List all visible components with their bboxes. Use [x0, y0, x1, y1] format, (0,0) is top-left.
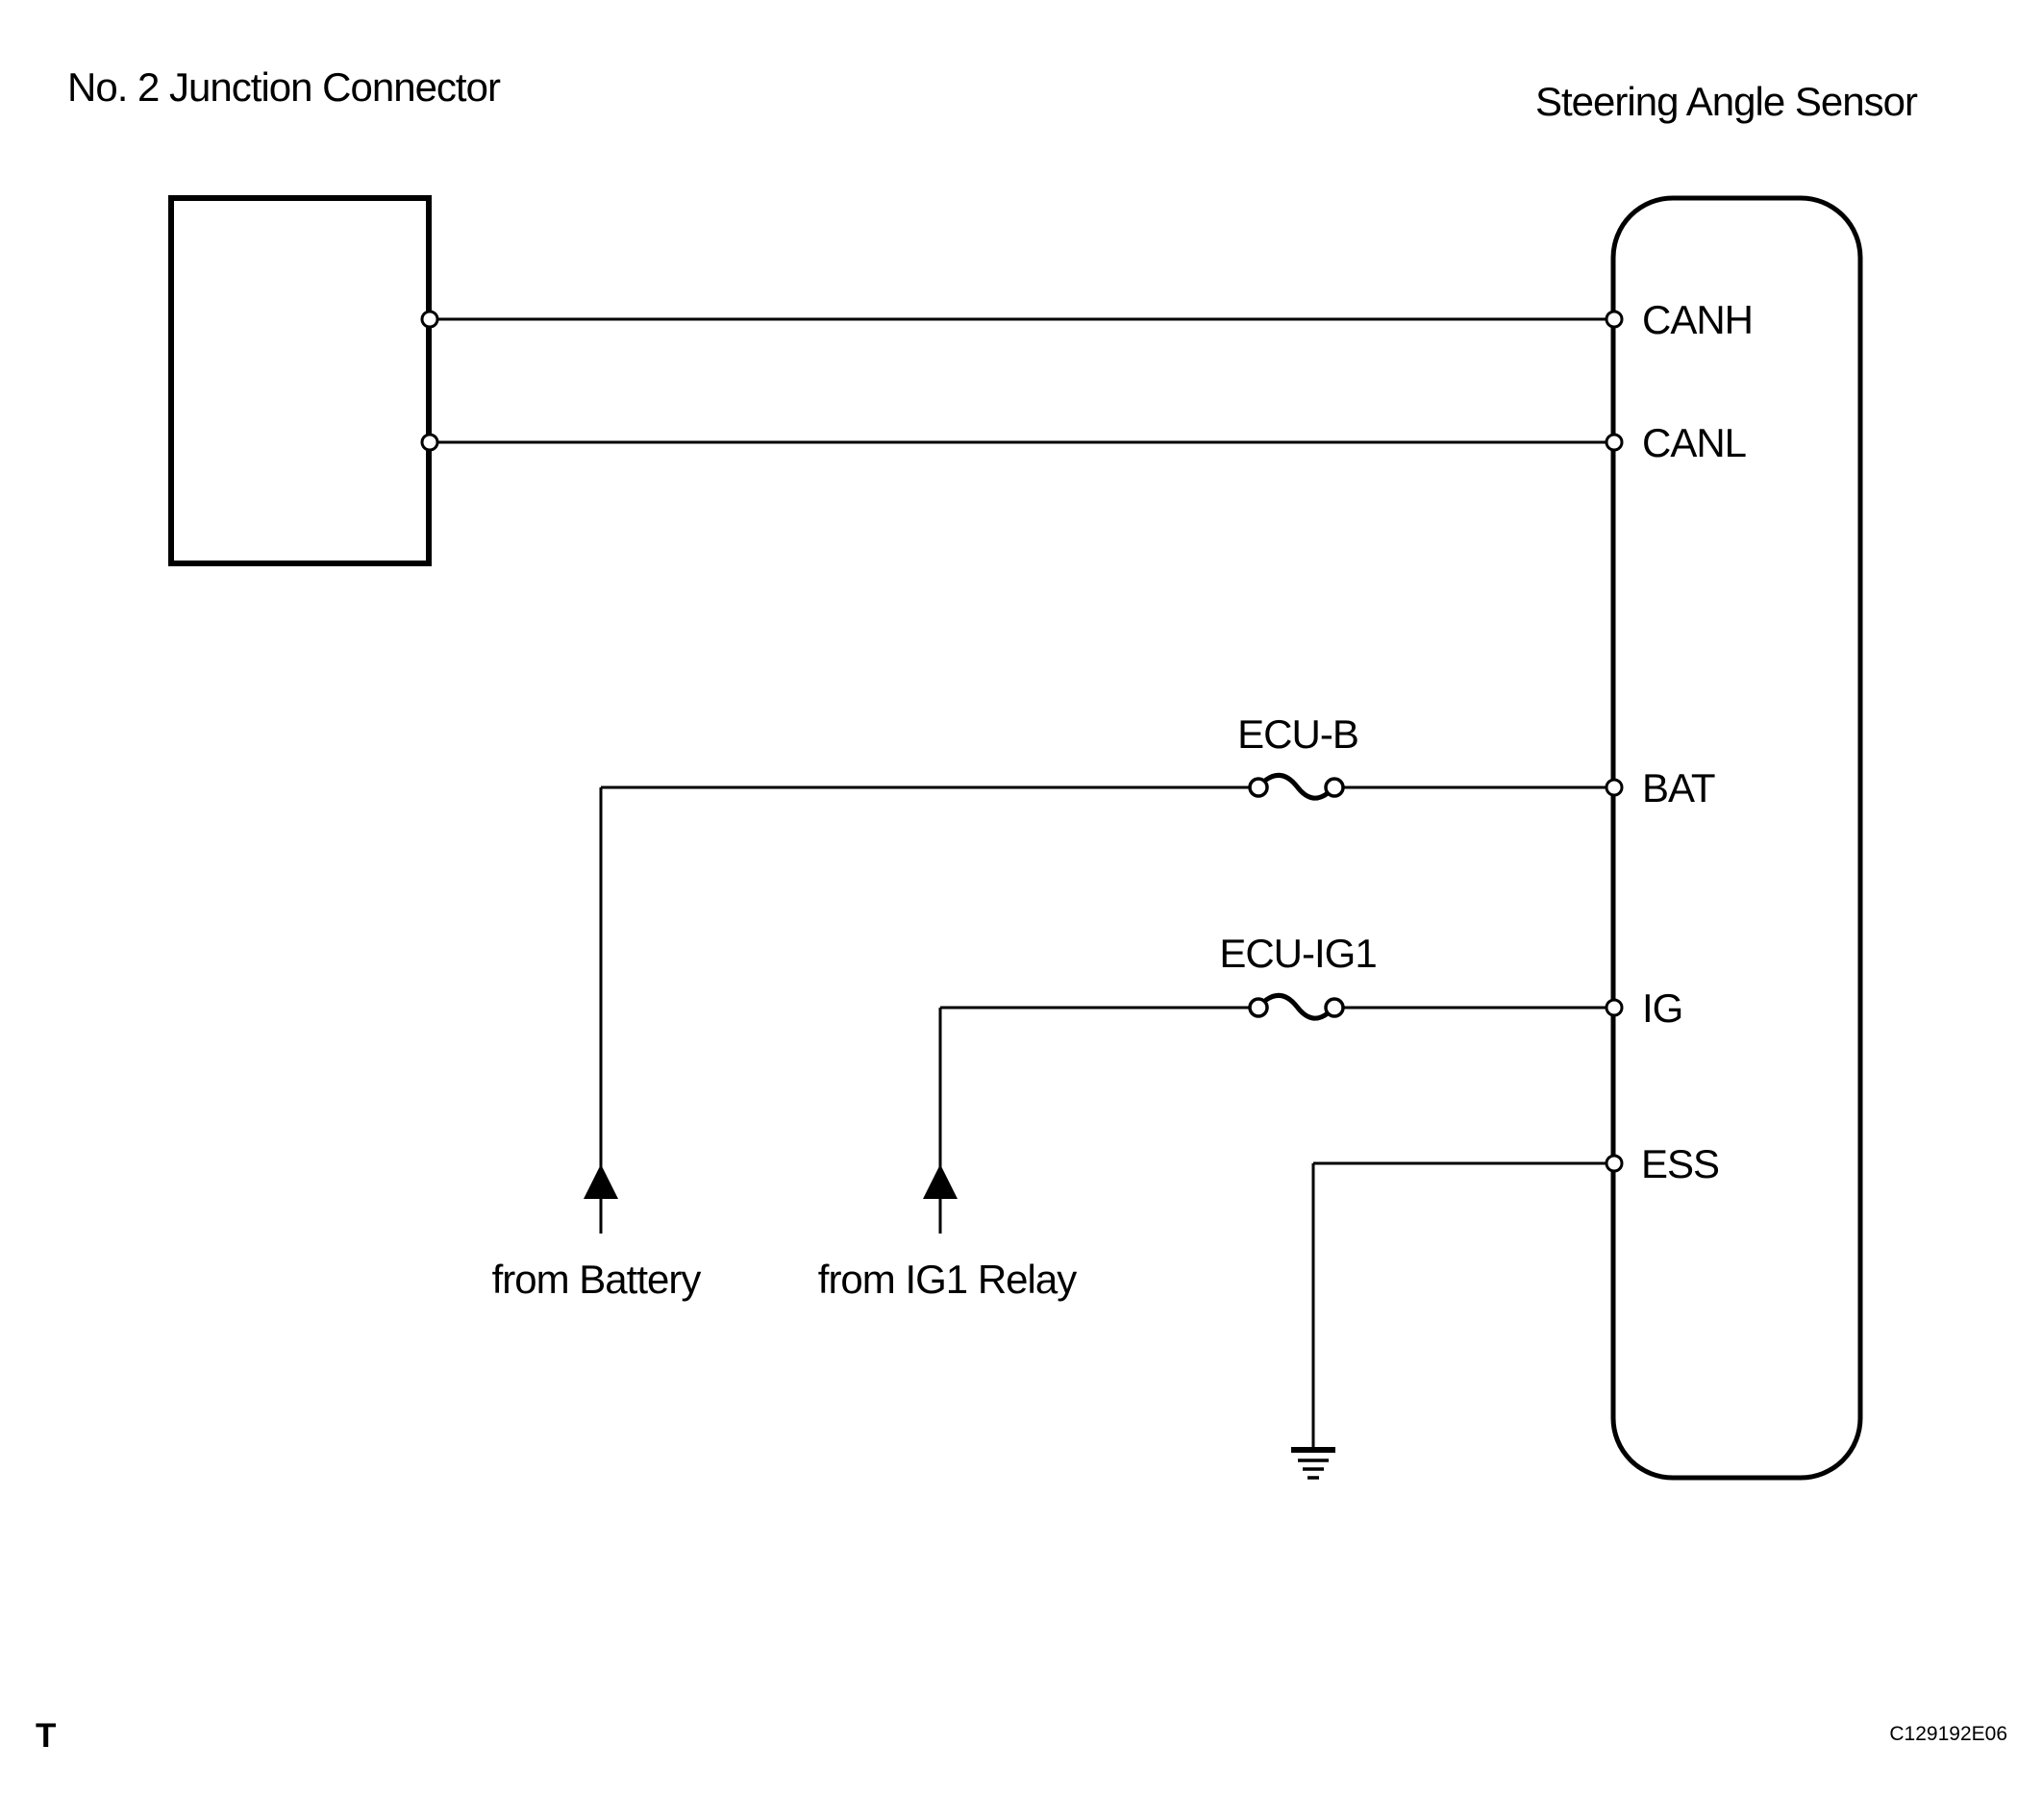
- fuse-label-ecu-b: ECU-B: [1237, 711, 1358, 757]
- canl-junction-terminal-icon: [420, 433, 439, 452]
- fuse-label-ecu-ig1: ECU-IG1: [1219, 931, 1376, 976]
- wire-ess: ESS: [1291, 1141, 1720, 1480]
- junction-connector-box: [168, 195, 432, 566]
- footer-figure-code: C129192E06: [1889, 1723, 2007, 1745]
- junction-connector-title: No. 2 Junction Connector: [67, 64, 501, 110]
- battery-source: from Battery: [492, 787, 702, 1302]
- ig-sensor-terminal-icon: [1605, 998, 1624, 1017]
- fuse-left-contact-icon: [1248, 777, 1269, 798]
- source-label-battery: from Battery: [492, 1257, 702, 1302]
- canh-sensor-terminal-icon: [1605, 310, 1624, 329]
- ground-symbol-icon: [1291, 1447, 1335, 1480]
- terminal-label-bat: BAT: [1642, 765, 1715, 810]
- sensor-title: Steering Angle Sensor: [1535, 79, 1918, 124]
- fuse-wave-icon: [1263, 992, 1331, 1021]
- fuse-right-contact-icon: [1324, 777, 1345, 798]
- sensor-outline: [1610, 195, 1863, 1481]
- fuse-ecu-ig1-icon: [1248, 992, 1345, 1021]
- fuse-left-contact-icon: [1248, 997, 1269, 1018]
- fuse-right-contact-icon: [1324, 997, 1345, 1018]
- up-arrow-icon: [923, 1164, 958, 1199]
- canh-junction-terminal-icon: [420, 310, 439, 329]
- bat-sensor-terminal-icon: [1605, 778, 1624, 797]
- ig1-relay-source: from IG1 Relay: [818, 1008, 1078, 1302]
- fuse-wave-icon: [1263, 772, 1331, 801]
- terminal-label-ess: ESS: [1641, 1141, 1719, 1186]
- wire-bat: ECU-B BAT: [601, 711, 1716, 810]
- source-label-ig1-relay: from IG1 Relay: [818, 1257, 1077, 1302]
- wire-ig: ECU-IG1 IG: [940, 931, 1683, 1031]
- up-arrow-icon: [584, 1164, 618, 1199]
- terminal-label-canl: CANL: [1642, 420, 1746, 465]
- fuse-ecu-b-icon: [1248, 772, 1345, 801]
- canl-sensor-terminal-icon: [1605, 433, 1624, 452]
- terminal-label-canh: CANH: [1642, 297, 1753, 342]
- ess-sensor-terminal-icon: [1605, 1154, 1624, 1173]
- terminal-label-ig: IG: [1642, 985, 1682, 1031]
- footer-page-marker: T: [36, 1717, 56, 1755]
- wire-canl: CANL: [420, 420, 1747, 465]
- wire-canh: CANH: [420, 297, 1754, 342]
